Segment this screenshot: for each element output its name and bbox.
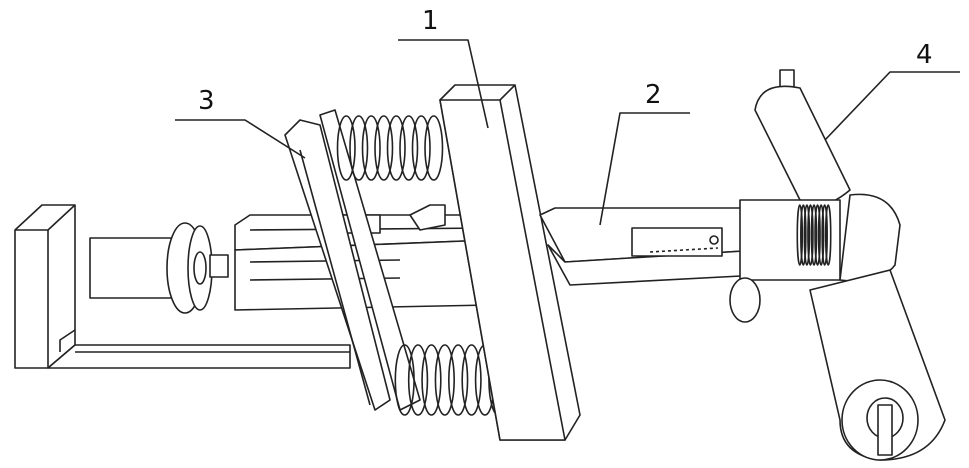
label-4: 4 bbox=[916, 40, 933, 70]
label-3: 3 bbox=[198, 86, 215, 116]
label-1: 1 bbox=[422, 6, 439, 36]
spring-coil bbox=[425, 116, 443, 180]
push-cylinder bbox=[90, 223, 228, 313]
upper-spring bbox=[338, 116, 443, 180]
label-2: 2 bbox=[645, 80, 662, 110]
motor-assembly bbox=[730, 70, 945, 460]
beam bbox=[540, 208, 760, 285]
